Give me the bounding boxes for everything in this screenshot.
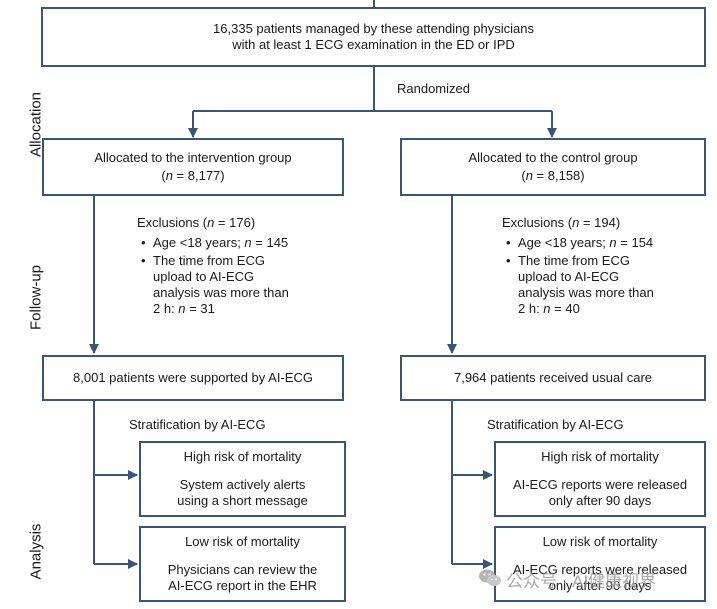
- watermark-text: 公众号 · AI健康视界: [506, 572, 657, 591]
- intervention-n: (n = 8,177): [161, 168, 225, 183]
- intervention-high-title: High risk of mortality: [183, 449, 302, 464]
- control-excl-age: Age <18 years; n = 154: [506, 235, 702, 251]
- usual-care-box: 7,964 patients received usual care: [400, 355, 706, 401]
- intervention-low-risk-box: Low risk of mortality Physicians can rev…: [139, 526, 346, 602]
- enrollment-box: 16,335 patients managed by these attendi…: [41, 7, 706, 67]
- control-low-line-2: only after 90 days: [548, 578, 652, 593]
- enrollment-line-1: 16,335 patients managed by these attendi…: [213, 21, 534, 36]
- control-low-risk-box: Low risk of mortality AI-ECG reports wer…: [494, 526, 706, 602]
- intervention-exclusions-title: Exclusions (n = 176): [137, 215, 256, 230]
- enrollment-line-2: with at least 1 ECG examination in the E…: [232, 37, 515, 52]
- intervention-low-line-1: Physicians can review the: [167, 562, 318, 577]
- wechat-icon: [479, 569, 501, 586]
- control-high-risk-box: High risk of mortality AI-ECG reports we…: [494, 441, 706, 517]
- supported-box: 8,001 patients were supported by AI-ECG: [42, 355, 344, 401]
- control-low-line-1: AI-ECG reports were released: [512, 562, 688, 577]
- usual-care-text: 7,964 patients received usual care: [453, 370, 652, 385]
- intervention-excl-time: The time from ECG upload to AI-ECG analy…: [141, 253, 357, 317]
- control-exclusions: Exclusions (n = 194) Age <18 years; n = …: [502, 215, 702, 319]
- control-high-line-2: only after 90 days: [548, 493, 652, 508]
- control-high-title: High risk of mortality: [541, 449, 659, 464]
- control-stratification-label: Stratification by AI-ECG: [487, 417, 624, 432]
- supported-text: 8,001 patients were supported by AI-ECG: [73, 370, 313, 385]
- intervention-high-line-1: System actively alerts: [179, 477, 306, 492]
- intervention-high-risk-box: High risk of mortality System actively a…: [139, 441, 346, 517]
- intervention-title: Allocated to the intervention group: [94, 150, 292, 165]
- control-title: Allocated to the control group: [468, 150, 638, 165]
- control-excl-time: The time from ECG upload to AI-ECG analy…: [506, 253, 702, 317]
- intervention-high-line-2: using a short message: [177, 493, 308, 508]
- randomized-label: Randomized: [397, 81, 470, 96]
- control-exclusions-title: Exclusions (n = 194): [502, 215, 621, 230]
- intervention-stratification-label: Stratification by AI-ECG: [129, 417, 266, 432]
- control-high-line-1: AI-ECG reports were released: [512, 477, 688, 492]
- intervention-low-title: Low risk of mortality: [185, 534, 300, 549]
- control-n: (n = 8,158): [521, 168, 585, 183]
- follow-up-label: Follow-up: [27, 264, 45, 331]
- intervention-exclusions: Exclusions (n = 176) Age <18 years; n = …: [137, 215, 357, 319]
- control-low-title: Low risk of mortality: [542, 534, 658, 549]
- intervention-low-line-2: AI-ECG report in the EHR: [168, 578, 317, 593]
- intervention-excl-age: Age <18 years; n = 145: [141, 235, 357, 251]
- analysis-label: Analysis: [27, 523, 45, 580]
- control-group-box: Allocated to the control group (n = 8,15…: [400, 138, 706, 196]
- intervention-group-box: Allocated to the intervention group (n =…: [42, 138, 344, 196]
